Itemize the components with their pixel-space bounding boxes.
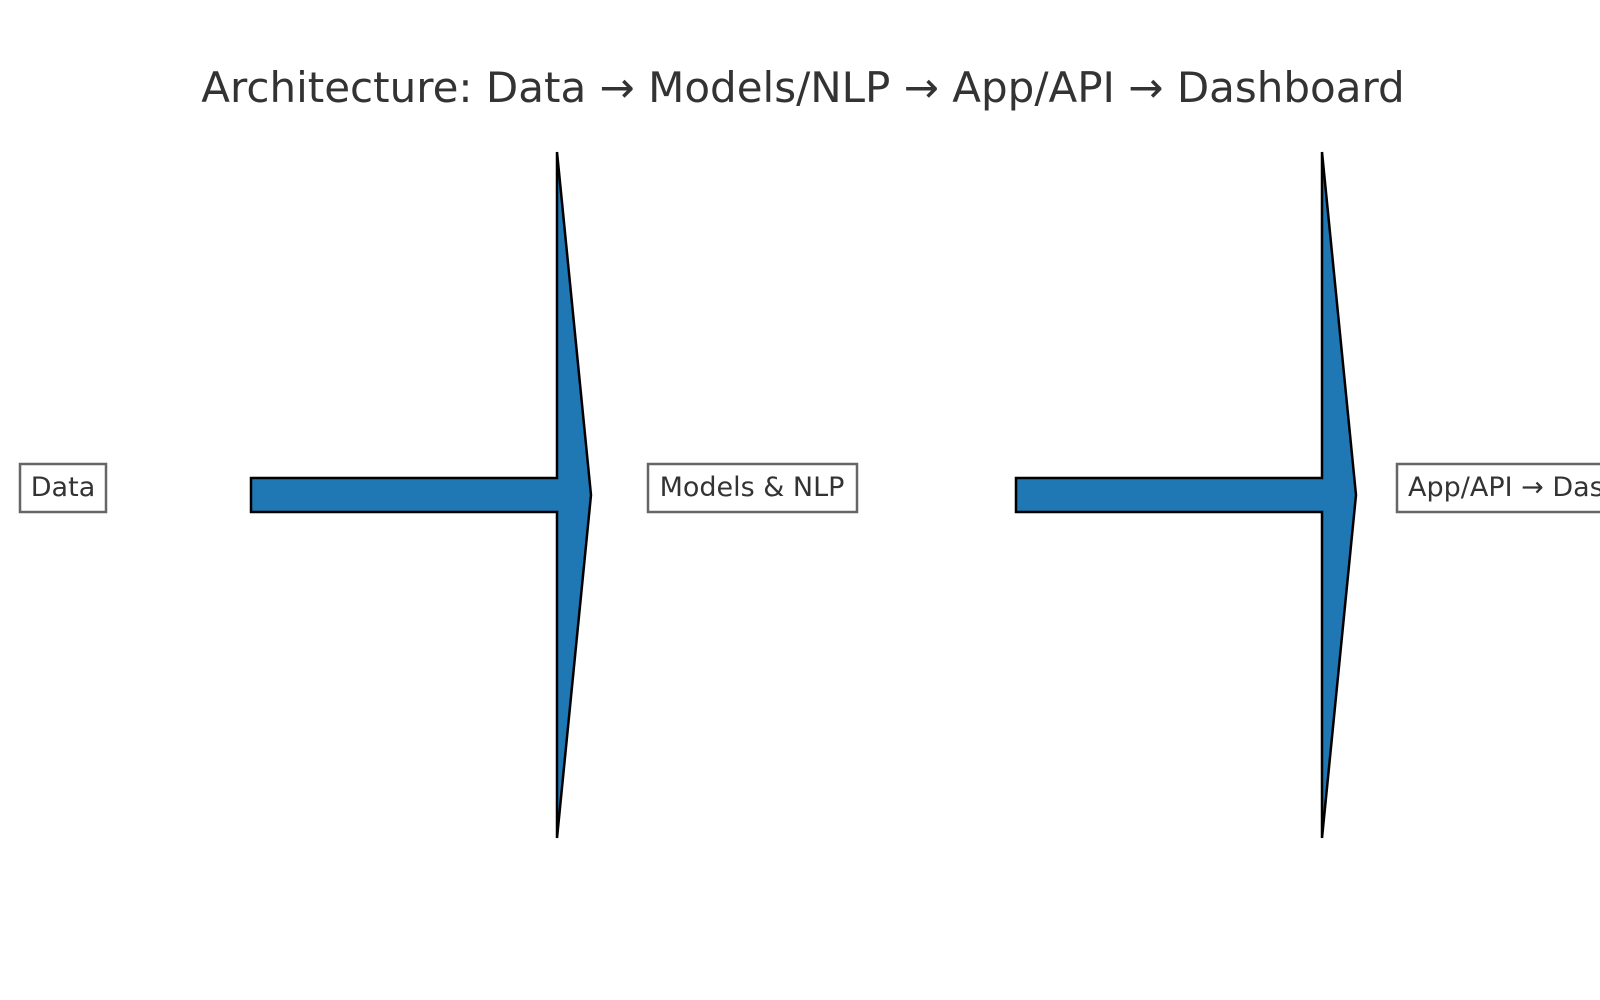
node-box-models	[646, 462, 859, 514]
node-box-app	[1395, 462, 1600, 514]
node-label-data: Data	[31, 472, 95, 503]
flow-arrow-data-to-models	[249, 151, 593, 839]
node-app: App/API → Dashboard	[1395, 462, 1600, 514]
diagram-title: Architecture: Data → Models/NLP → App/AP…	[201, 63, 1404, 112]
node-label-models: Models & NLP	[660, 472, 845, 503]
flow-arrow-models-to-app	[1014, 151, 1358, 839]
node-models: Models & NLP	[646, 462, 859, 514]
node-label-app: App/API → Dashboard	[1408, 472, 1600, 503]
node-data: Data	[18, 462, 108, 514]
node-box-data	[18, 462, 108, 514]
